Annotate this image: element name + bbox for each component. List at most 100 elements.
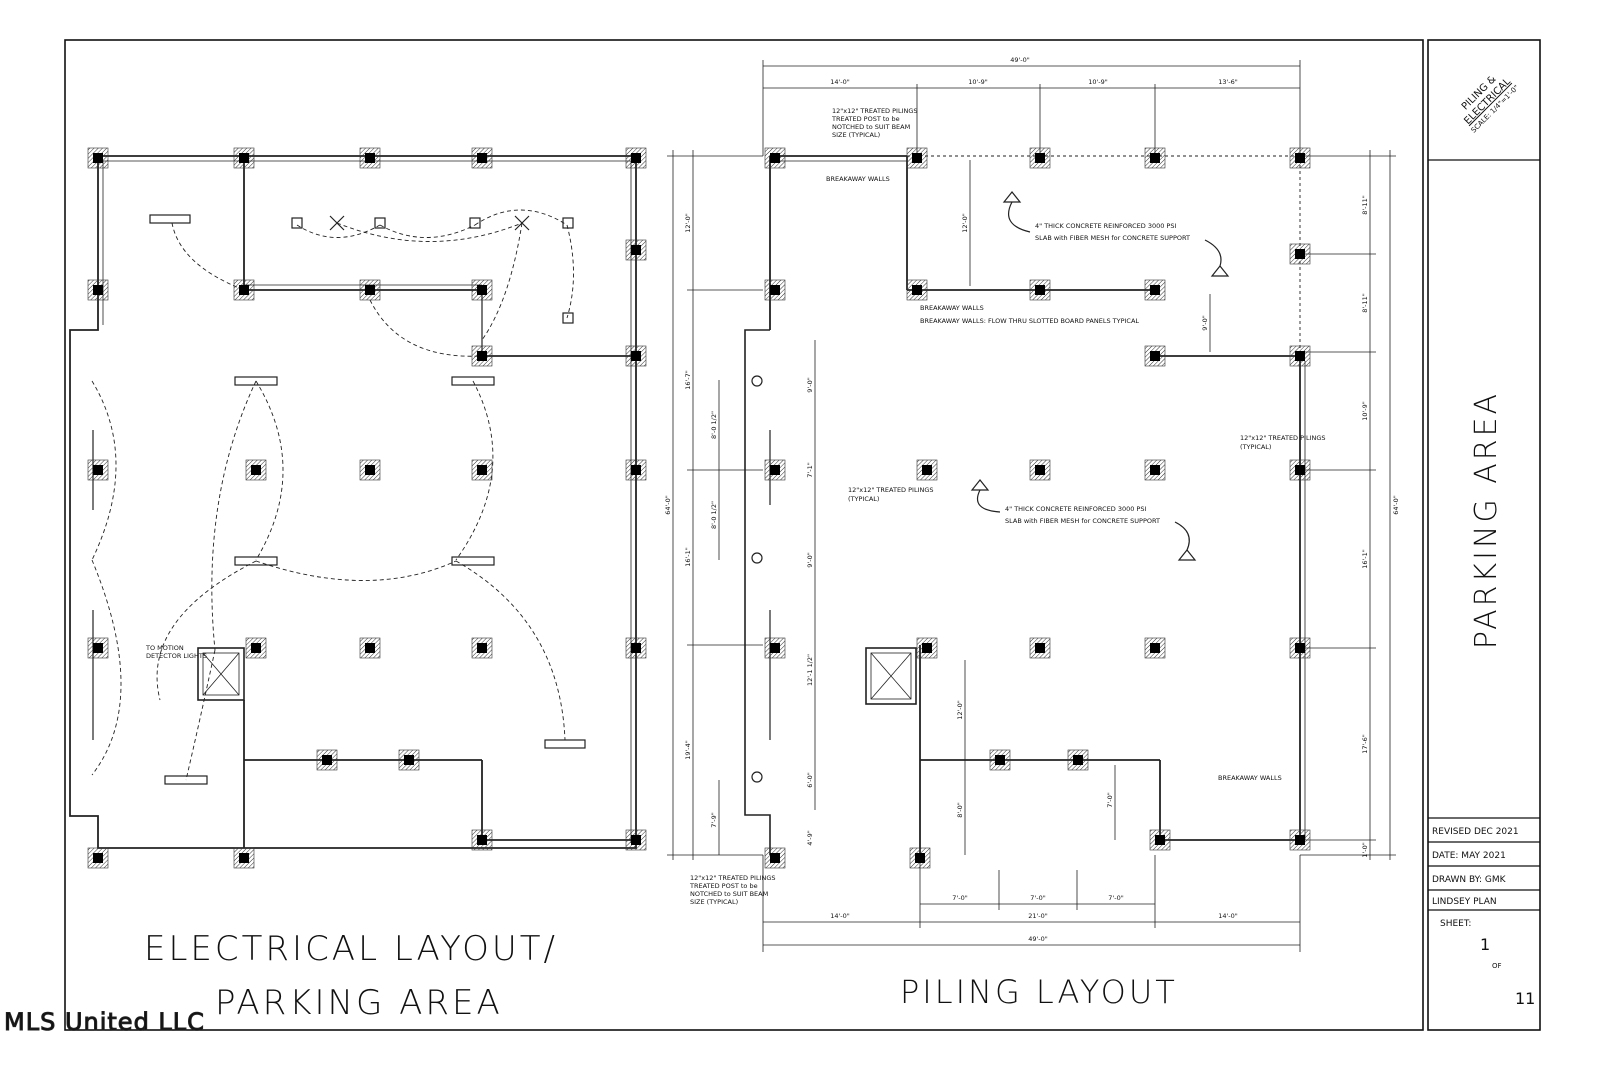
piling-core [93,643,103,653]
breakaway-walls-note-2: BREAKAWAY WALLS [920,304,984,312]
piling-core [365,643,375,653]
dim-left-4: 19'-4" [684,740,692,760]
piling-core [1035,153,1045,163]
piling-core [239,153,249,163]
dim-bottom-2: 21'-0" [1028,912,1048,920]
piling-core [93,153,103,163]
dim-stair-5: 6'-0" [806,772,814,787]
piling-core [922,465,932,475]
dim-bottom-overall: 49'-0" [1028,935,1048,943]
piling-core [915,853,925,863]
dim-stair-3: 9'-0" [806,552,814,567]
piling-core [322,755,332,765]
dim-right-5: 17'-6" [1361,734,1369,754]
piling-note-right-1: 12"x12" TREATED PILINGS [1240,434,1326,442]
piling-core [93,285,103,295]
piling-core [239,285,249,295]
piling-core [1295,465,1305,475]
drawn-by: DRAWN BY: GMK [1432,875,1507,885]
dim-stair-1: 9'-0" [806,377,814,392]
piling-core [1150,285,1160,295]
slab-note-2-line-2: SLAB with FIBER MESH for CONCRETE SUPPOR… [1005,517,1160,525]
drawing-border [64,39,1424,1031]
piling-core [93,465,103,475]
piling-core [1295,351,1305,361]
dim-inner-a: 12'-0" [961,213,969,233]
piling-core [1150,153,1160,163]
piling-note-top-3: NOTCHED to SUIT BEAM [832,123,910,131]
electrical-layout [69,155,637,849]
revised-date: REVISED DEC 2021 [1432,827,1519,837]
dim-right-2: 8'-11" [1361,293,1369,313]
motion-detector-note-2: DETECTOR LIGHTS [146,652,207,660]
dim-stair-2: 7'-1" [806,462,814,477]
dim-inner-d: 8'-0" [956,802,964,817]
dim-bottom-sub-2: 7'-0" [1030,894,1045,902]
piling-core [365,465,375,475]
piling-layout [744,155,1306,855]
piling-core [631,643,641,653]
dim-left-inner-1: 8'-0 1/2" [710,411,718,439]
dim-stair-4: 12'-1 1/2" [806,654,814,686]
piling-core [239,853,249,863]
dim-top-2: 10'-9" [968,78,988,86]
piling-core [1035,465,1045,475]
pilings [87,147,1311,869]
dim-left-inner-2: 8'-0 1/2" [710,501,718,529]
dim-inner-b: 9'-0" [1201,315,1209,330]
piling-note-bottom-2: TREATED POST to be [689,882,758,890]
dim-bottom-sub-1: 7'-0" [952,894,967,902]
sheet-label: SHEET: [1440,919,1471,929]
dim-left-3: 16'-1" [684,547,692,567]
slab-note-1-line-1: 4" THICK CONCRETE REINFORCED 3000 PSI [1035,222,1176,230]
piling-note-bottom-1: 12"x12" TREATED PILINGS [690,874,776,882]
piling-core [251,465,261,475]
slab-note-1-line-2: SLAB with FIBER MESH for CONCRETE SUPPOR… [1035,234,1190,242]
piling-note-top-4: SIZE (TYPICAL) [832,131,880,139]
dim-top-3: 10'-9" [1088,78,1108,86]
dim-right-4: 16'-1" [1361,549,1369,569]
piling-title: PILING LAYOUT [900,973,1178,1011]
dim-top-4: 13'-6" [1218,78,1238,86]
piling-core [1035,285,1045,295]
piling-core [477,643,487,653]
piling-note-mid-1: 12"x12" TREATED PILINGS [848,486,934,494]
dim-left-overall: 64'-0" [664,495,672,515]
dim-inner-e: 7'-0" [1106,792,1114,807]
piling-core [912,153,922,163]
breakaway-walls-flow-note: BREAKAWAY WALLS: FLOW THRU SLOTTED BOARD… [920,317,1139,325]
piling-note-right-2: (TYPICAL) [1240,443,1271,451]
breakaway-walls-note-1: BREAKAWAY WALLS [826,175,890,183]
piling-core [365,285,375,295]
piling-core [1035,643,1045,653]
drawing-date: DATE: MAY 2021 [1432,851,1506,861]
plan-name: LINDSEY PLAN [1432,897,1497,907]
piling-core [1295,249,1305,259]
piling-core [631,153,641,163]
dim-top-overall: 49'-0" [1010,56,1030,64]
piling-core [365,153,375,163]
dim-right-1: 8'-11" [1361,195,1369,215]
piling-core [1295,643,1305,653]
sheet-number: 1 [1480,935,1490,954]
dim-right-3: 10'-9" [1361,401,1369,421]
piling-core [1073,755,1083,765]
dim-left-2: 16'-7" [684,370,692,390]
piling-core [631,465,641,475]
piling-note-top-1: 12"x12" TREATED PILINGS [832,107,918,115]
sheet-total: 11 [1515,989,1535,1008]
title-block-border [1427,39,1541,1031]
piling-note-mid-2: (TYPICAL) [848,495,879,503]
slab-note-2-line-1: 4" THICK CONCRETE REINFORCED 3000 PSI [1005,505,1146,513]
piling-core [770,285,780,295]
piling-core [477,351,487,361]
piling-core [770,465,780,475]
piling-core [1150,351,1160,361]
piling-core [995,755,1005,765]
electrical-title-line-2: PARKING AREA [215,983,503,1023]
piling-core [93,853,103,863]
piling-core [404,755,414,765]
breakaway-walls-note-3: BREAKAWAY WALLS [1218,774,1282,782]
piling-note-bottom-4: SIZE (TYPICAL) [690,898,738,906]
